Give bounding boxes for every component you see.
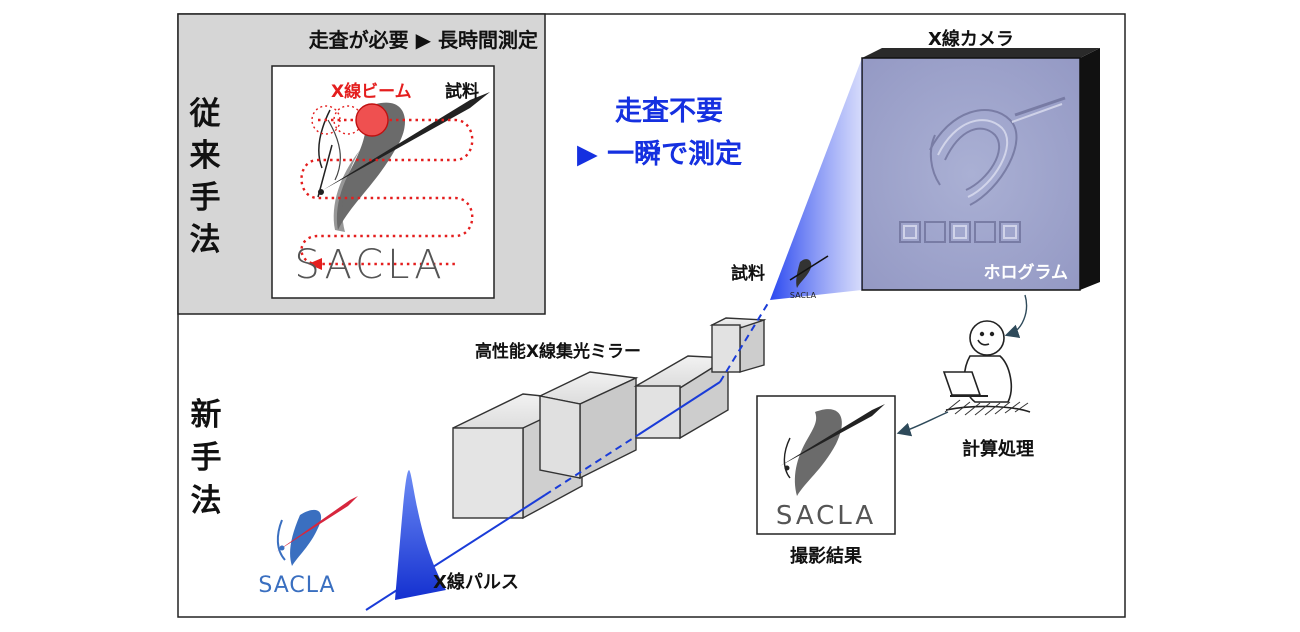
old-method-side-char-2: 来 bbox=[190, 138, 221, 174]
new-method-side-char-1: 新 bbox=[191, 397, 222, 433]
xray-pulse-icon bbox=[395, 470, 446, 600]
person-with-laptop-icon bbox=[942, 320, 1031, 413]
beam-label: X線ビーム bbox=[331, 81, 412, 102]
mirror-box-tiny bbox=[709, 317, 767, 373]
mirror-box-small bbox=[633, 355, 731, 440]
corner-logo-text: SACLA bbox=[258, 573, 335, 598]
old-method-side-char-3: 手 bbox=[190, 180, 221, 216]
hologram-to-compute-arrow bbox=[1004, 294, 1028, 338]
old-method-side-char-4: 法 bbox=[190, 222, 221, 258]
old-sample-label: 試料 bbox=[445, 81, 479, 102]
hatched-floor bbox=[944, 399, 1029, 416]
camera-side-face bbox=[1080, 48, 1100, 290]
sample-label: 試料 bbox=[731, 263, 765, 284]
corner-sacla-logo-icon bbox=[276, 496, 358, 566]
old-method-header: 走査が必要 ▶ 長時間測定 bbox=[309, 28, 538, 52]
hologram-label: ホログラム bbox=[984, 262, 1069, 283]
diffraction-cone bbox=[770, 58, 862, 300]
scan-path bbox=[300, 118, 474, 266]
beam-trace-circle bbox=[311, 105, 341, 135]
headline-line-1: 走査不要 bbox=[615, 96, 723, 127]
sample-logo-text: SACLA bbox=[790, 291, 817, 300]
camera-screen bbox=[861, 57, 1081, 291]
sample-logo-icon: SACLA bbox=[789, 255, 829, 300]
xray-beam-line bbox=[637, 381, 721, 436]
result-logo-text: SACLA bbox=[776, 501, 876, 531]
compute-to-result-arrow bbox=[896, 411, 949, 437]
old-method-side-char-1: 従 bbox=[189, 96, 221, 132]
old-logo-text: SACLA bbox=[294, 242, 445, 288]
new-method-side-char-2: 手 bbox=[191, 440, 222, 476]
camera-top-face bbox=[862, 48, 1100, 58]
headline-line-2: ▶ 一瞬で測定 bbox=[577, 138, 742, 170]
hologram-pattern-icon bbox=[899, 96, 1066, 243]
new-method-side-char-3: 法 bbox=[191, 483, 222, 519]
scan-arrowhead-icon bbox=[308, 258, 322, 270]
result-logo-icon bbox=[780, 404, 885, 496]
pulse-label: X線パルス bbox=[433, 571, 519, 593]
computation-label: 計算処理 bbox=[962, 438, 1034, 460]
xray-beam-hidden bbox=[719, 299, 771, 383]
xray-beam-hidden bbox=[544, 434, 639, 496]
mirror-box-medium bbox=[537, 371, 639, 480]
beam-spot-icon bbox=[355, 103, 389, 137]
camera-label: X線カメラ bbox=[928, 28, 1014, 50]
result-label: 撮影結果 bbox=[790, 545, 863, 567]
mirror-label: 高性能X線集光ミラー bbox=[475, 341, 641, 362]
